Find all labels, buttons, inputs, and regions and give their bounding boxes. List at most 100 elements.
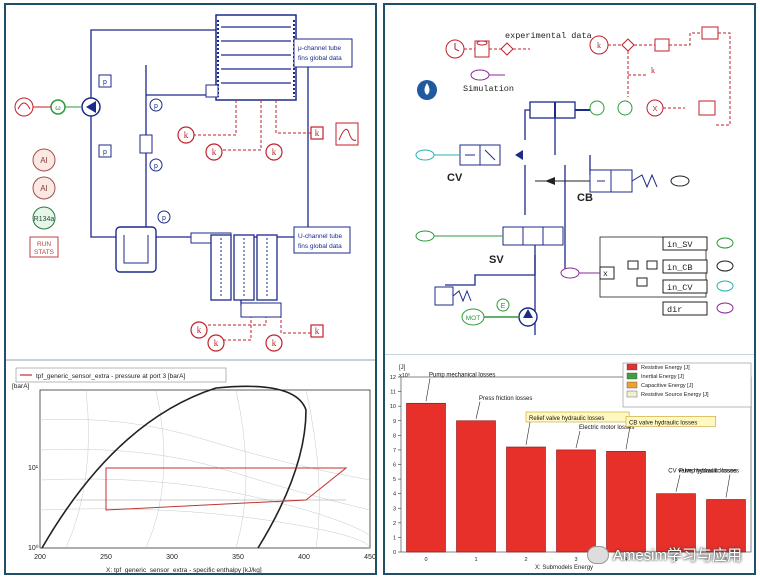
cycle-trace — [105, 467, 348, 511]
svg-text:k: k — [184, 130, 189, 140]
bar-ytick-label: 3 — [393, 506, 396, 512]
left-schematic: μ-channel tube fins global data k k k k k k k… — [6, 14, 375, 361]
bar-ytick-label: 1 — [393, 535, 396, 541]
svg-text:k: k — [315, 128, 320, 138]
ph-ylabel: [barA] — [12, 383, 30, 390]
svg-text:k: k — [197, 325, 202, 335]
in-cb-label: in_CB — [667, 263, 693, 273]
wechat-icon — [586, 545, 609, 564]
annotation-arrow — [425, 378, 431, 402]
sv-label: SV — [489, 254, 504, 266]
bar-ytick-label: 9 — [393, 419, 396, 425]
x-label: x — [603, 270, 608, 279]
svg-text:p: p — [154, 103, 158, 110]
legend-swatch — [626, 363, 638, 371]
legend-swatch — [626, 390, 638, 398]
legend-swatch — [626, 372, 638, 380]
bar-ytick-label: 0 — [393, 550, 396, 556]
ph-xtick: 400 — [298, 554, 310, 561]
bar-ytick-label: 10 — [390, 404, 396, 410]
u-channel-box[interactable] — [293, 226, 351, 254]
bar-ytick-label: 12 — [390, 375, 396, 381]
svg-text:k: k — [651, 66, 655, 75]
bar-annotation: Electric motor losses — [579, 425, 634, 431]
bar-xlabel: X: Submodels Energy — [535, 565, 593, 571]
ytick-min: 10⁰ — [28, 544, 39, 552]
bar-annotation: Pump mechanical losses — [429, 372, 495, 378]
ai-indicator-2[interactable] — [32, 176, 56, 200]
watermark-text: Amesim学习与应用 — [612, 547, 742, 564]
ai-label-1: AI — [40, 156, 48, 165]
cv-label: CV — [447, 172, 463, 184]
annotation-arrow — [475, 401, 481, 419]
legend-entry: Resistive Source Energy [J] — [641, 392, 709, 398]
u-channel-line1: U-channel tube — [298, 233, 342, 240]
svg-text:p: p — [103, 149, 107, 156]
bar-xtick-label: 5 — [674, 557, 677, 563]
bar-ytick-label: 6 — [393, 463, 396, 469]
bar-ytick-label: 4 — [393, 492, 396, 498]
bar-annotation: Relief valve hydraulic losses — [529, 416, 604, 422]
saturation-dome — [41, 385, 307, 549]
bar[interactable] — [556, 449, 596, 553]
legend-entry: Inertial Energy [J] — [641, 374, 684, 380]
annotation-arrow — [675, 474, 681, 492]
ph-plot-area — [39, 389, 371, 549]
condenser-block[interactable] — [215, 14, 297, 101]
cb-label: CB — [577, 192, 593, 204]
svg-text:k: k — [597, 41, 601, 50]
accumulator[interactable] — [115, 226, 157, 273]
svg-text:p: p — [154, 163, 158, 170]
press-cylinder[interactable] — [529, 101, 576, 119]
mot-label: MOT — [466, 315, 480, 322]
bar-xtick-label: 6 — [724, 557, 727, 563]
legend-swatch — [626, 381, 638, 389]
bar[interactable] — [406, 402, 446, 553]
bar-annotation: Pump hydraulic losses — [679, 469, 739, 475]
bar[interactable] — [456, 420, 496, 553]
svg-text:STATS: STATS — [34, 249, 55, 256]
svg-text:k: k — [315, 326, 320, 336]
bar-ytick-label: 11 — [390, 390, 396, 396]
bar[interactable] — [706, 499, 746, 553]
annotation-arrow — [725, 474, 731, 498]
fluid-label: R134a — [34, 216, 55, 223]
watermark: Amesim学习与应用 — [586, 544, 742, 565]
ph-xtick: 300 — [166, 554, 178, 561]
ai-indicator-1[interactable] — [32, 148, 56, 172]
u-channel-line2: fins global data — [298, 243, 342, 250]
svg-text:E: E — [501, 303, 506, 310]
left-panel: μ-channel tube fins global data k k k k k k k… — [4, 3, 377, 575]
bar-annotation: CB valve hydraulic losses — [629, 420, 697, 426]
svg-text:k: k — [212, 147, 217, 157]
relief-valve[interactable] — [434, 286, 454, 306]
fluid-indicator[interactable] — [32, 206, 56, 230]
bar[interactable] — [506, 446, 546, 553]
run-stats-button[interactable] — [29, 236, 59, 258]
in-sv-label: in_SV — [667, 240, 693, 250]
mu-channel-box[interactable] — [293, 38, 353, 68]
ph-xtick: 450 — [364, 554, 376, 561]
bar-xtick-label: 2 — [524, 557, 527, 563]
bar[interactable] — [606, 451, 646, 553]
annotation-arrow — [525, 421, 531, 446]
bar-ytick-label: 7 — [393, 448, 396, 454]
svg-text:k: k — [272, 147, 277, 157]
bar-annotation: Press friction losses — [479, 396, 532, 402]
sv-valve[interactable] — [502, 226, 564, 246]
bar-xtick-label: 1 — [474, 557, 477, 563]
legend-entry: Resistive Energy [J] — [641, 365, 690, 371]
svg-text:RUN: RUN — [37, 241, 51, 248]
ai-label-2: AI — [40, 184, 48, 193]
svg-text:k: k — [272, 338, 277, 348]
svg-text:ω: ω — [55, 105, 61, 112]
mu-channel-line1: μ-channel tube — [298, 45, 342, 52]
dir-label: dir — [667, 305, 682, 315]
in-cv-label: in_CV — [667, 283, 693, 293]
bar[interactable] — [656, 493, 696, 553]
ph-xtick: 250 — [100, 554, 112, 561]
experimental-data-label: experimental data — [505, 31, 592, 41]
annotation-highlight — [625, 416, 717, 427]
mu-channel-line2: fins global data — [298, 55, 342, 62]
bar-xtick-label: 0 — [424, 557, 427, 563]
